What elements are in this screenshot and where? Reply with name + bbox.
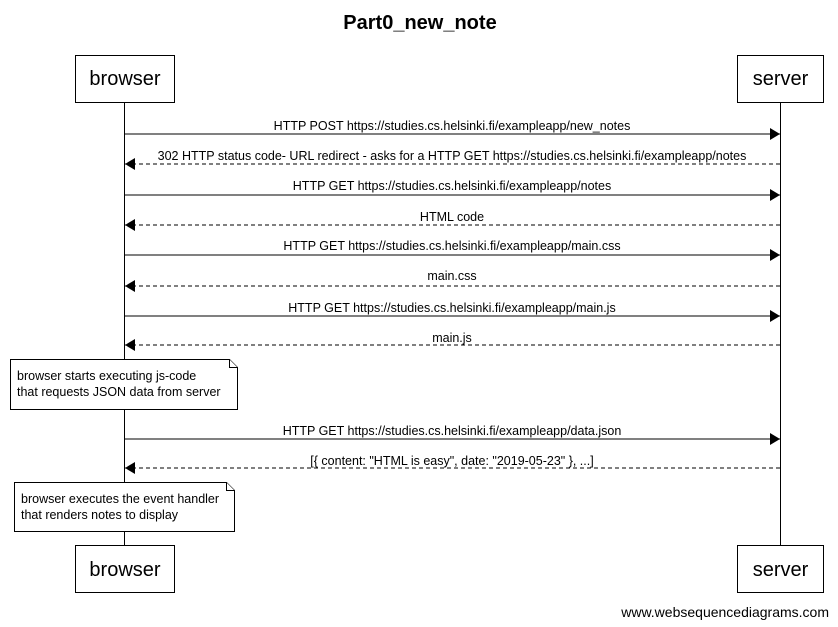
note-1: browser starts executing js-code that re… bbox=[10, 359, 238, 410]
message-7-label: HTTP GET https://studies.cs.helsinki.fi/… bbox=[288, 301, 615, 315]
message-3-label: HTTP GET https://studies.cs.helsinki.fi/… bbox=[293, 179, 611, 193]
message-6: main.css bbox=[125, 269, 780, 292]
note-1-line-2: that requests JSON data from server bbox=[17, 385, 221, 399]
message-8-label: main.js bbox=[432, 331, 472, 345]
message-8: main.js bbox=[125, 331, 780, 351]
participant-browser-bottom-label: browser bbox=[89, 559, 160, 581]
message-5-label: HTTP GET https://studies.cs.helsinki.fi/… bbox=[283, 239, 620, 253]
participant-server-bottom: server bbox=[737, 545, 824, 593]
message-4-label: HTML code bbox=[420, 210, 484, 224]
message-9-label: HTTP GET https://studies.cs.helsinki.fi/… bbox=[283, 424, 622, 438]
note-1-line-1: browser starts executing js-code bbox=[17, 369, 196, 383]
message-10-label: [{ content: "HTML is easy", date: "2019-… bbox=[310, 454, 593, 468]
participant-server-label: server bbox=[753, 68, 809, 90]
message-10: [{ content: "HTML is easy", date: "2019-… bbox=[125, 454, 780, 474]
note-2-line-1: browser executes the event handler bbox=[21, 492, 219, 506]
message-6-label: main.css bbox=[427, 269, 476, 283]
message-9: HTTP GET https://studies.cs.helsinki.fi/… bbox=[125, 424, 780, 445]
message-2: 302 HTTP status code- URL redirect - ask… bbox=[125, 149, 780, 170]
participant-browser-label: browser bbox=[89, 68, 160, 90]
message-3: HTTP GET https://studies.cs.helsinki.fi/… bbox=[125, 179, 780, 201]
footer-watermark: www.websequencediagrams.com bbox=[620, 604, 829, 620]
participant-server-top: server bbox=[737, 55, 824, 103]
participant-browser-top: browser bbox=[75, 55, 175, 103]
message-1: HTTP POST https://studies.cs.helsinki.fi… bbox=[125, 119, 780, 140]
note-2: browser executes the event handler that … bbox=[14, 482, 235, 532]
participant-browser-bottom: browser bbox=[75, 545, 175, 593]
diagram-title: Part0_new_note bbox=[343, 12, 496, 34]
message-7: HTTP GET https://studies.cs.helsinki.fi/… bbox=[125, 301, 780, 322]
message-4: HTML code bbox=[125, 210, 780, 231]
participant-server-bottom-label: server bbox=[753, 559, 809, 581]
message-1-label: HTTP POST https://studies.cs.helsinki.fi… bbox=[274, 119, 631, 133]
note-2-line-2: that renders notes to display bbox=[21, 508, 179, 522]
message-5: HTTP GET https://studies.cs.helsinki.fi/… bbox=[125, 239, 780, 261]
message-2-label: 302 HTTP status code- URL redirect - ask… bbox=[158, 149, 747, 163]
